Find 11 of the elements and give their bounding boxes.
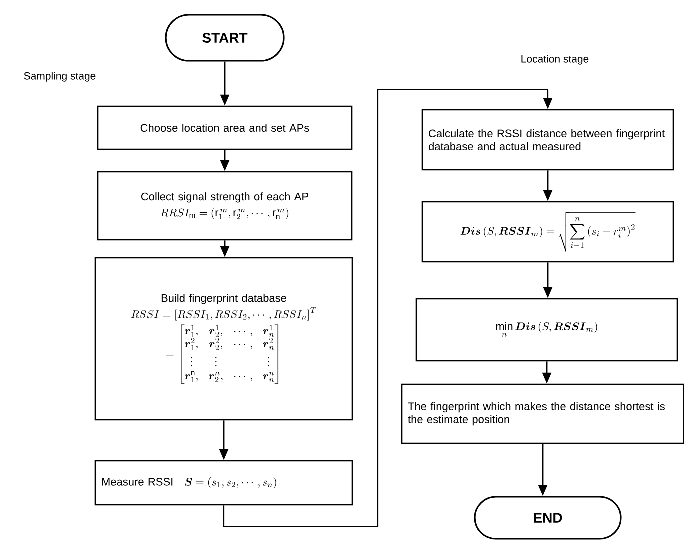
process-box: Collect signal strength of each AP $RRSI_{\mathrm{m}}=\left(\mathrm{r}_1^{\,m},\mathrm{r}_2^{\,m},\cdots,\mathrm{r}_{\mathrm{n}}^{\,m}\right)$	[97, 171, 353, 241]
stage-label: Sampling stage	[24, 72, 96, 82]
process-box: Measure RSSI $\boldsymbol{S}=\left(s_1,s_2,\cdots,s_n\right)$	[94, 460, 354, 506]
stage-label: Location stage	[522, 55, 589, 65]
process-box: Calculate the RSSI distance between fingerprint database and actual measured	[422, 109, 674, 171]
process-box: The fingerprint which makes the distance shortest is the estimate position	[401, 384, 684, 444]
process-box: $\min\limits_n \boldsymbol{Dis}\left(S,\boldsymbol{RSSI}_m\right)$	[416, 298, 678, 362]
process-box: $\boldsymbol{Dis}\left(S,\boldsymbol{RSSI}_m\right)=\sqrt{\sum_{i-1}^{n}\left(s_i-r_i^m\right)^2}$	[422, 201, 674, 263]
connector-line	[223, 89, 548, 528]
process-box: Build fingerprint database $RSSI=\left[RSSI_1,RSSI_2,\cdots,RSSI_n\right]^T$ $=\begin{bmatrix}\boldsymbol{r}_1^1, & \boldsymbol{r}_2^1, & \cdots, & \boldsymbol{r}_n^1\\ \boldsymbol{r}_1^2, & \boldsymbol{r}_2^2, & \cdots, & \boldsymbol{r}_n^2\\ \vdots & \vdots & & \vdots\\ \boldsymbol{r}_1^{\mathrm{n}}, & \boldsymbol{r}_2^n, & \cdots, & \boldsymbol{r}_n^n\end{bmatrix}$	[94, 257, 354, 421]
process-box: Choose location area and set APs	[97, 106, 353, 150]
